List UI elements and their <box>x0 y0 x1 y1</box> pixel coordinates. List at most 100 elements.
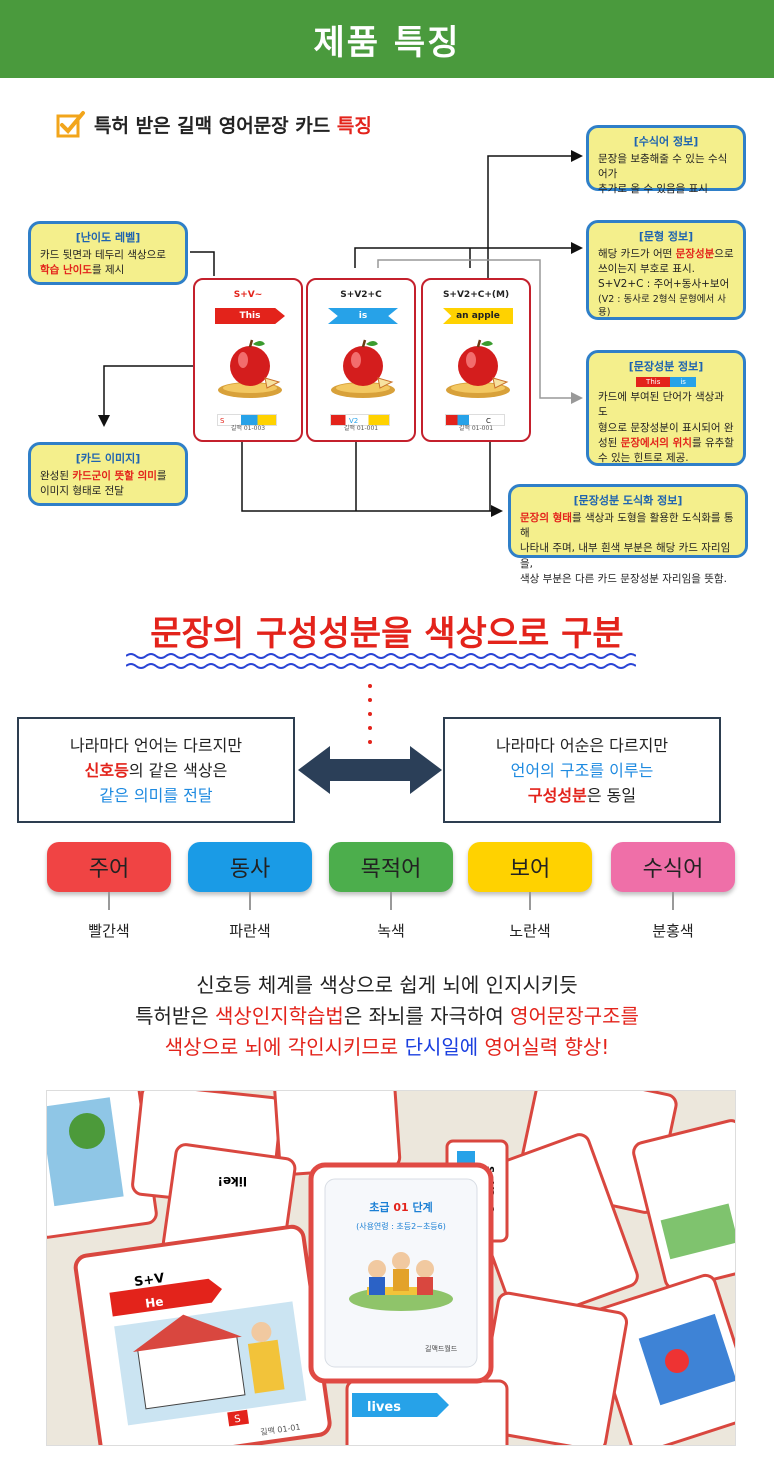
color-name-blue: 파란색 <box>229 922 271 940</box>
modifier-info-box: [수식어 정보] 문장을 보충해줄 수 있는 수식어가 추가로 올 수 있음을 … <box>586 125 746 195</box>
apple-icon <box>331 339 395 398</box>
right-box-highlight: 구성성분 <box>527 785 587 805</box>
double-arrow-icon <box>298 746 442 794</box>
photo-card-tag: S <box>234 1414 242 1426</box>
component-title: [문장성분 정보] <box>628 360 704 373</box>
language-comparison-box: 나라마다 언어는 다르지만 신호등의 같은 색상은 같은 의미를 전달 <box>17 717 295 823</box>
diagram-line2: 나타내 주며, 내부 흰색 부분은 해당 카드 자리임을, <box>520 542 731 570</box>
photo-main-card-sub: (사용연령 : 초등2~초등6) <box>356 1222 446 1231</box>
left-box-line2: 의 같은 색상은 <box>128 760 228 780</box>
color-section-title: 문장의 구성성분을 색상으로 구분 <box>150 614 624 654</box>
card-foot: 길맥 01-001 <box>343 425 379 432</box>
left-box-line3: 같은 의미를 전달 <box>99 785 213 805</box>
pattern-highlight: 문장성분 <box>675 247 715 260</box>
difficulty-highlight: 학습 난이도 <box>40 264 92 277</box>
photo-card-code: S+V <box>133 1271 165 1290</box>
color-name-red: 빨간색 <box>88 922 130 940</box>
diagram-title: [문장성분 도식화 정보] <box>573 494 683 507</box>
product-photo: S+V He S 길맥 01-01 like! taste S+V2+C liv… <box>46 1090 736 1446</box>
component-line3-post: 를 유추할 <box>691 436 734 449</box>
right-box-line1: 나라마다 어순은 다르지만 <box>495 735 669 755</box>
dotted-connector <box>368 684 372 744</box>
pill-label: 목적어 <box>360 857 422 882</box>
diagram-highlight: 문장의 형태 <box>520 511 572 524</box>
connector-lines <box>98 150 583 517</box>
pill-label: 보어 <box>509 857 551 882</box>
banner-title: 제품 특징 <box>313 22 461 63</box>
modifier-title: [수식어 정보] <box>633 135 699 148</box>
difficulty-line2: 를 제시 <box>91 264 125 277</box>
diagram-line3: 색상 부분은 다른 카드 문장성분 자리임을 뜻함. <box>520 572 727 585</box>
diagram-line1: 를 색상과 도형을 활용한 도식화를 통해 <box>520 511 734 540</box>
left-box-highlight: 신호등 <box>84 760 129 780</box>
right-box-line2: 언어의 구조를 이루는 <box>510 760 654 780</box>
difficulty-line1: 카드 뒷면과 테두리 색상으로 <box>40 248 166 261</box>
card-image-line1-pre: 완성된 <box>40 469 73 482</box>
card-foot: 길맥 01-001 <box>458 425 494 432</box>
card-image-line2: 이미지 형태로 전달 <box>40 485 124 498</box>
left-box-line1: 나라마다 언어는 다르지만 <box>69 735 243 755</box>
card-image-info-box: [카드 이미지] 완성된 카드군이 뜻할 의미를 이미지 형태로 전달 <box>28 442 188 506</box>
right-box-line3: 은 동일 <box>586 785 637 805</box>
photo-card-bottom-word: lives <box>367 1400 401 1415</box>
component-line4: 수 있는 힌트로 제공. <box>598 451 689 464</box>
pill-complement: 보어 <box>468 842 592 892</box>
apple-icon <box>446 339 510 398</box>
color-name-green: 녹색 <box>377 922 405 940</box>
component-line3-pre: 성된 <box>598 436 621 449</box>
pattern-info-box: [문형 정보] 해당 카드가 어떤 문장성분으로 쓰이는지 부호로 표시. S+… <box>586 220 746 320</box>
card-image-line1-post: 를 <box>156 469 167 482</box>
component-info-box: [문장성분 정보] This is 카드에 부여된 단어가 색상과 도 형으로 … <box>586 350 746 466</box>
pill-stem <box>390 892 392 910</box>
pill-stem <box>672 892 674 910</box>
summary-text: 신호등 체계를 색상으로 쉽게 뇌에 인지시키듯 특허받은 색상인지학습법은 좌… <box>0 970 774 1063</box>
mini-tag-verb: is <box>670 376 696 388</box>
scattered-cards-illustration: S+V He S 길맥 01-01 like! taste S+V2+C liv… <box>47 1091 735 1445</box>
sample-card-this: S+V~ This S 길맥 01-003 <box>193 278 303 442</box>
summary-line2: 특허받은 색상인지학습법은 좌뇌를 자극하여 영어문장구조를 <box>135 1004 639 1028</box>
pill-subject: 주어 <box>47 842 171 892</box>
card-image-highlight: 카드군이 뜻할 의미 <box>72 469 157 482</box>
photo-card-word: He <box>144 1294 164 1310</box>
component-mini-tags: This is <box>598 376 734 388</box>
pill-stem <box>249 892 251 910</box>
pattern-line4: (V2 : 동사로 2형식 문형에서 사용) <box>598 293 726 319</box>
pill-stem <box>529 892 531 910</box>
pill-stem <box>108 892 110 910</box>
component-line1: 카드에 부여된 단어가 색상과 도 <box>598 391 724 419</box>
pattern-line2: 쓰이는지 부호로 표시. <box>598 263 695 276</box>
diagram-info-box: [문장성분 도식화 정보] 문장의 형태를 색상과 도형을 활용한 도식화를 통… <box>508 484 748 585</box>
card-foot: 길맥 01-003 <box>230 425 266 432</box>
summary-line1: 신호등 체계를 색상으로 쉽게 뇌에 인지시키듯 <box>196 973 578 997</box>
apple-icon <box>218 339 282 398</box>
card-image-title: [카드 이미지] <box>75 452 141 465</box>
difficulty-info-box: [난이도 레벨] 카드 뒷면과 테두리 색상으로 학습 난이도를 제시 <box>28 221 188 285</box>
pattern-title: [문형 정보] <box>638 230 694 243</box>
color-name-pink: 분홍색 <box>652 922 694 940</box>
pattern-line1-pre: 해당 카드가 어떤 <box>598 247 676 260</box>
component-highlight: 문장에서의 위치 <box>620 436 692 449</box>
pill-label: 수식어 <box>642 857 704 882</box>
page-banner: 제품 특징 <box>0 0 774 78</box>
structure-comparison-box: 나라마다 어순은 다르지만 언어의 구조를 이루는 구성성분은 동일 <box>443 717 721 823</box>
sample-card-is: S+V2+C is V2 길맥 01-001 <box>306 278 416 442</box>
pill-object: 목적어 <box>329 842 453 892</box>
pill-verb: 동사 <box>188 842 312 892</box>
wavy-underline <box>126 653 636 669</box>
summary-line3: 색상으로 뇌에 각인시키므로 단시일에 영어실력 향상! <box>164 1035 610 1059</box>
modifier-line1: 문장을 보충해줄 수 있는 수식어가 <box>598 152 728 181</box>
photo-main-card-title: 초급 01 단계 <box>369 1200 432 1214</box>
card-component-tag: C <box>445 414 505 426</box>
heading-highlight: 특징 <box>336 114 372 137</box>
card-code: S+V~ <box>233 290 263 300</box>
card-code: S+V2+C+(M) <box>442 290 510 300</box>
sample-card-an-apple: S+V2+C+(M) an apple C 길맥 01-001 <box>421 278 531 442</box>
heading-text: 특허 받은 길맥 영어문장 카드 <box>94 114 337 137</box>
card-word-tag: is <box>328 308 398 324</box>
color-name-yellow: 노란색 <box>509 922 551 940</box>
section-heading: 특허 받은 길맥 영어문장 카드 특징 <box>56 110 372 138</box>
pattern-line3: S+V2+C : 주어+동사+보어 <box>598 278 730 291</box>
pattern-line1-post: 으로 <box>714 247 734 260</box>
pill-modifier: 수식어 <box>611 842 735 892</box>
modifier-line2: 추가로 올 수 있음을 표시 <box>598 183 708 196</box>
